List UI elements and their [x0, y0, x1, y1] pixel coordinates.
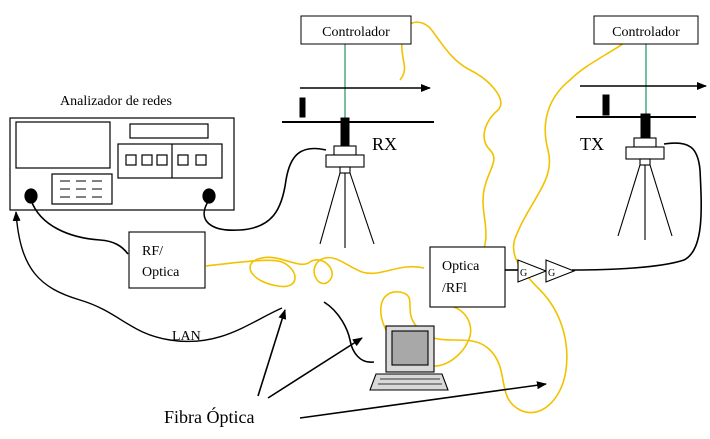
controller-tx[interactable]: Controlador — [593, 15, 699, 45]
fiber-rx-up-loop — [399, 21, 502, 249]
fiber-label: Fibra Óptica — [164, 406, 254, 427]
rf-optical-converter[interactable]: RF/ Optica — [128, 231, 206, 289]
rf-optical-line2: Optica — [142, 265, 180, 280]
rx-rail — [282, 84, 434, 147]
optical-rf-line1: Optica — [442, 259, 480, 274]
lan-label: LAN — [172, 329, 201, 344]
network-analyzer-title: Analizador de redes — [60, 94, 172, 109]
amplifier-triangle-icon: G — [545, 259, 576, 283]
laptop-icon[interactable] — [369, 325, 449, 391]
tx-rail — [576, 82, 707, 139]
cable-analyzer-to-rfoptica — [30, 199, 129, 255]
tx-label: TX — [580, 134, 604, 154]
analyzer-port-1 — [24, 188, 38, 204]
analyzer-screen — [15, 121, 111, 169]
fiber-pointer-arrows — [257, 309, 547, 419]
amp1-label: G — [520, 268, 527, 279]
cable-laptop-lan — [323, 301, 375, 363]
tripod-icon — [617, 137, 673, 240]
rx-label: RX — [372, 134, 397, 154]
analyzer-port-2 — [202, 188, 216, 204]
cable-tx-to-amplifier — [571, 142, 702, 271]
analyzer-display-bar — [129, 123, 209, 139]
network-analyzer[interactable] — [9, 117, 235, 211]
controller-rx-label: Controlador — [322, 25, 390, 40]
controller-tx-label: Controlador — [612, 25, 680, 40]
fiber-rx-to-rfoptica — [205, 256, 425, 288]
optical-rf-line2: /RFl — [442, 281, 467, 296]
rf-optical-line1: RF/ — [142, 244, 163, 259]
tripod-icon — [319, 145, 375, 248]
controller-rx[interactable]: Controlador — [300, 15, 412, 45]
amp2-label: G — [548, 268, 555, 279]
cable-analyzer-to-rx — [203, 147, 327, 231]
lan-link — [12, 211, 283, 343]
optical-rf-converter[interactable]: Optica /RFl — [429, 246, 506, 308]
amplifier-triangle-icon: G — [517, 259, 548, 283]
rf-cables — [30, 142, 702, 363]
